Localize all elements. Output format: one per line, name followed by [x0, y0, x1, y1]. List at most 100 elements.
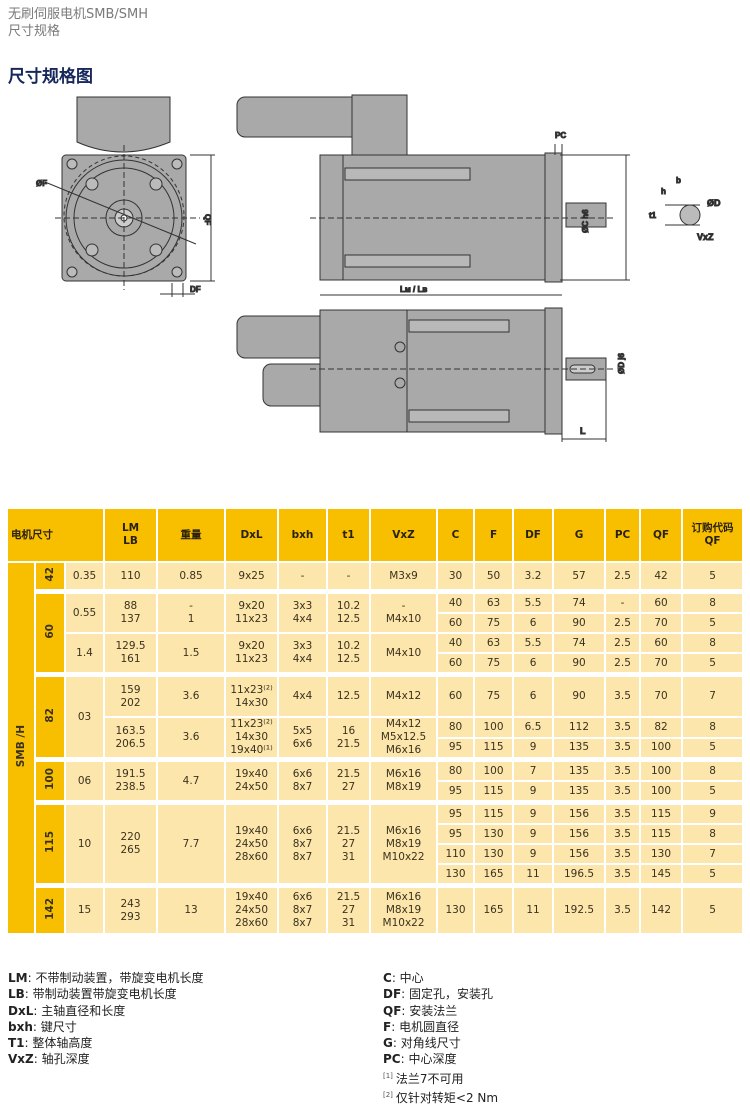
- footnote: [1]法兰7不可用: [383, 1068, 498, 1087]
- table-cell: 74: [554, 634, 605, 652]
- table-cell: 3.6: [158, 718, 225, 757]
- qf-label: QF: [203, 214, 212, 225]
- table-cell: 110: [438, 845, 474, 863]
- table-cell: 03: [66, 674, 104, 757]
- table-cell: 100: [641, 782, 682, 800]
- table-cell: 3.2: [514, 563, 553, 589]
- table-cell: -: [328, 563, 370, 589]
- footnote-text: 法兰7不可用: [395, 1071, 464, 1086]
- table-cell: 3x3 4x4: [279, 591, 327, 632]
- table-cell: 3.5: [606, 718, 640, 737]
- footnote: [2]仅针对转矩<2 Nm: [383, 1087, 498, 1106]
- table-cell: 142: [641, 885, 682, 933]
- frame-size-cell: 60: [36, 591, 64, 672]
- legend-item: G: 对角线尺寸: [383, 1035, 498, 1051]
- table-cell: 11x23⁽²⁾ 14x30 19x40⁽¹⁾: [226, 718, 278, 757]
- series-text: SMB /H: [14, 724, 27, 768]
- legend-value: 轴孔深度: [41, 1052, 90, 1067]
- table-cell: 9: [683, 802, 743, 823]
- column-header: bxh: [279, 509, 327, 561]
- table-cell: 130: [475, 845, 513, 863]
- table-cell: 145: [641, 865, 682, 883]
- table-cell: 156: [554, 845, 605, 863]
- table-cell: 130: [438, 865, 474, 883]
- column-header: LM LB: [105, 509, 157, 561]
- table-cell: 11: [514, 865, 553, 883]
- frame-size-cell: 142: [36, 885, 64, 933]
- legend-item: QF: 安装法兰: [383, 1003, 498, 1019]
- table-cell: 5: [683, 738, 743, 757]
- table-cell: 191.5 238.5: [105, 759, 157, 800]
- table-cell: 1.5: [158, 634, 225, 672]
- table-cell: 156: [554, 802, 605, 823]
- table-cell: 6.5: [514, 718, 553, 737]
- table-cell: 8: [683, 759, 743, 780]
- table-cell: 196.5: [554, 865, 605, 883]
- table-cell: 06: [66, 759, 104, 800]
- legend-value: 整体轴高度: [32, 1036, 93, 1051]
- legend-key: PC: [383, 1052, 401, 1067]
- legend-key: LM: [8, 971, 28, 985]
- table-cell: 95: [438, 825, 474, 843]
- table-cell: 130: [475, 825, 513, 843]
- table-cell: 8: [683, 591, 743, 612]
- column-header: C: [438, 509, 474, 561]
- legend-key: VxZ: [8, 1052, 34, 1067]
- table-cell: 159 202: [105, 674, 157, 716]
- legend-separator: :: [391, 1019, 400, 1034]
- table-cell: 3x3 4x4: [279, 634, 327, 672]
- legend-separator: :: [27, 971, 36, 985]
- table-cell: 130: [438, 885, 474, 933]
- table-cell: - 1: [158, 591, 225, 632]
- phi-f-label: ØF: [36, 179, 47, 188]
- table-cell: 10: [66, 802, 104, 883]
- legend-key: LB: [8, 987, 25, 1002]
- legend-value: 对角线尺寸: [400, 1036, 461, 1051]
- table-cell: 7: [514, 759, 553, 780]
- legend-value: 电机圆直径: [399, 1019, 460, 1034]
- legend-item: T1: 整体轴高度: [8, 1035, 203, 1051]
- pc-label: PC: [555, 131, 566, 140]
- column-header: F: [475, 509, 513, 561]
- table-cell: 5: [683, 865, 743, 883]
- table-cell: 75: [475, 614, 513, 632]
- column-header: DF: [514, 509, 553, 561]
- b-label: b: [676, 176, 681, 185]
- legend-value: 中心: [399, 971, 424, 985]
- table-cell: 88 137: [105, 591, 157, 632]
- table-cell: 130: [641, 845, 682, 863]
- table-cell: 115: [475, 738, 513, 757]
- legend-key: QF: [383, 1003, 402, 1018]
- column-header: t1: [328, 509, 370, 561]
- legend-item: PC: 中心深度: [383, 1051, 498, 1067]
- table-cell: 19x40 24x50: [226, 759, 278, 800]
- table-cell: 3.5: [606, 782, 640, 800]
- legend-item: F: 电机圆直径: [383, 1019, 498, 1035]
- table-cell: 5: [683, 782, 743, 800]
- legend-separator: :: [401, 987, 410, 1002]
- column-header: 重量: [158, 509, 225, 561]
- table-cell: 3.5: [606, 802, 640, 823]
- table-cell: 5: [683, 614, 743, 632]
- header-line-1: 无刷伺服电机SMB/SMH: [8, 7, 149, 22]
- column-header: PC: [606, 509, 640, 561]
- table-cell: 5: [683, 654, 743, 672]
- table-cell: 163.5 206.5: [105, 718, 157, 757]
- table-cell: 9: [514, 738, 553, 757]
- table-cell: M6x16 M8x19: [371, 759, 437, 800]
- table-cell: 2.5: [606, 654, 640, 672]
- header-line-2: 尺寸规格: [8, 24, 61, 39]
- table-cell: 60: [641, 634, 682, 652]
- h-label: h: [661, 187, 666, 196]
- frame-size-text: 100: [43, 768, 56, 790]
- column-header: 订购代码 QF: [683, 509, 743, 561]
- table-cell: 9x20 11x23: [226, 634, 278, 672]
- table-cell: 0.85: [158, 563, 225, 589]
